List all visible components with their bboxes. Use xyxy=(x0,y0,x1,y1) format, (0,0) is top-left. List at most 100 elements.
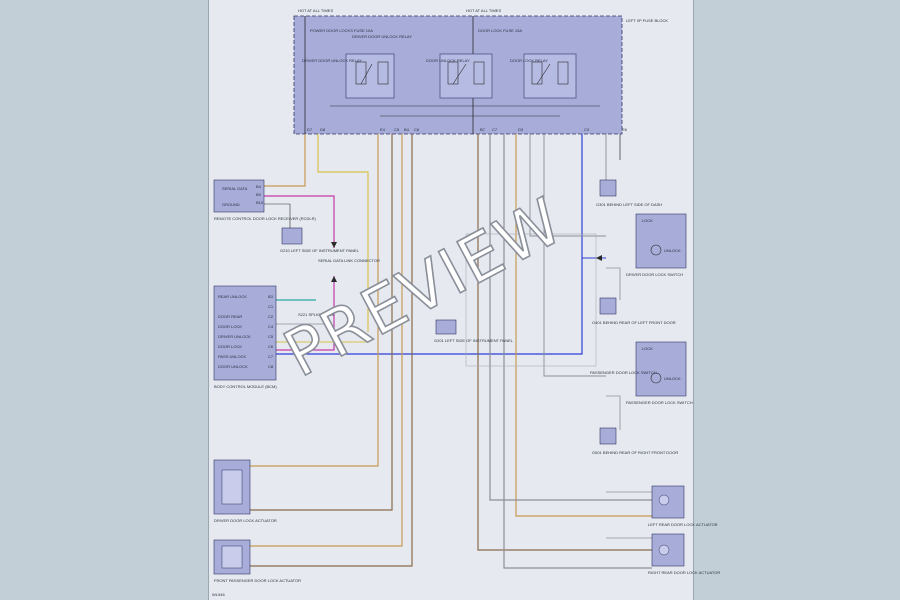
wire-orange-lr-actuator xyxy=(515,134,652,517)
fuse-pin-label: D8 xyxy=(320,127,326,132)
ground-g501: G501 BEHIND REAR OF RIGHT FRONT DOOR xyxy=(592,427,678,455)
front-passenger-door-lock-actuator: FRONT PASSENGER DOOR LOCK ACTUATOR xyxy=(213,539,301,583)
driver-switch-label: DRIVER DOOR LOCK SWITCH xyxy=(626,272,683,277)
bcm-pin-label: B3 xyxy=(268,294,274,299)
relay-driver-unlock xyxy=(345,53,395,99)
bcm-row-label: DRIVER UNLOCK xyxy=(218,334,251,339)
passenger-connector-note: PASSENGER DOOR LOCK SWITCH xyxy=(590,370,657,375)
bcm-pin-label: C8 xyxy=(268,364,274,369)
wire-orange-top xyxy=(264,134,306,187)
wire-gray-driver-switch xyxy=(529,134,606,237)
fuse-block: LEFT I/P FUSE BLOCK HOT AT ALL TIMES HOT… xyxy=(293,8,668,135)
wire-gray-pass-switch xyxy=(543,134,606,377)
driver-actuator-motor-icon xyxy=(221,469,243,505)
ground-g201: G201 LEFT SIDE OF INSTRUMENT PANEL xyxy=(434,319,514,343)
driver-door-lock-switch: LOCK UNLOCK DRIVER DOOR LOCK SWITCH xyxy=(626,213,687,277)
driver-switch-contact-icon xyxy=(650,244,662,256)
relay-b-label: DOOR UNLOCK RELAY xyxy=(426,58,470,63)
passenger-switch-contact-icon xyxy=(650,372,662,384)
relay-c-label: DOOR LOCK RELAY xyxy=(510,58,548,63)
ground-g401: G401 BEHIND REAR OF LEFT FRONT DOOR xyxy=(592,297,676,325)
bcm-pin-label: C6 xyxy=(268,344,274,349)
relay-a-label: DRIVER DOOR UNLOCK RELAY xyxy=(302,58,362,63)
actuator-1-label: FRONT PASSENGER DOOR LOCK ACTUATOR xyxy=(214,578,301,583)
passenger-switch-unlock: UNLOCK xyxy=(664,376,681,381)
ground-g301: G301 BEHIND LEFT SIDE OF DASH xyxy=(596,179,662,207)
relay-door-lock xyxy=(523,53,577,99)
driver-switch-unlock: UNLOCK xyxy=(664,248,681,253)
wire-magenta-lower xyxy=(276,276,335,351)
relay-door-unlock xyxy=(439,53,493,99)
lr-actuator-motor-icon xyxy=(658,494,670,506)
hot-at-all-times-right: HOT AT ALL TIMES xyxy=(466,8,501,13)
driver-switch-lock: LOCK xyxy=(642,218,653,223)
fuse-pin-label: D7 xyxy=(307,127,313,132)
ground-g201-label: G201 LEFT SIDE OF INSTRUMENT PANEL xyxy=(434,338,514,343)
ground-g401-label: G401 BEHIND REAR OF LEFT FRONT DOOR xyxy=(592,320,676,325)
wire-brown-driver xyxy=(250,134,393,511)
bcm-pin-label: C1 xyxy=(268,304,274,309)
hot-at-all-times-left: HOT AT ALL TIMES xyxy=(298,8,333,13)
fuse-block-label: LEFT I/P FUSE BLOCK xyxy=(626,18,668,23)
bcm-row-label: DOOR LOCK xyxy=(218,324,242,329)
passenger-switch-label: PASSENGER DOOR LOCK SWITCH xyxy=(626,400,693,405)
wire-switch-ground-b xyxy=(606,395,621,430)
right-rear-door-lock-actuator: RIGHT REAR DOOR LOCK ACTUATOR xyxy=(648,533,720,575)
remote-module-label: REMOTE CONTROL DOOR LOCK RECEIVER (RCDLR… xyxy=(214,216,317,221)
ground-g301-label: G301 BEHIND LEFT SIDE OF DASH xyxy=(596,202,662,207)
fuse-left-label: POWER DOOR LOCKS FUSE 10A xyxy=(310,28,373,33)
fuse-pin-label: C6 xyxy=(414,127,420,132)
wires xyxy=(250,134,652,569)
bcm-row-label: DOOR REAR xyxy=(218,314,242,319)
bcm-pin-label: C5 xyxy=(268,334,274,339)
fuse-right-label: DOOR LOCK FUSE 15A xyxy=(478,28,522,33)
connector-region-outline xyxy=(465,233,597,367)
page-code: WL946 xyxy=(212,592,225,597)
serial-arrow-up-icon xyxy=(331,276,337,282)
passenger-door-lock-switch: LOCK UNLOCK PASSENGER DOOR LOCK SWITCH xyxy=(626,341,693,405)
wire-gray-lr xyxy=(489,134,652,501)
fuse-pin-label: B4 xyxy=(404,127,410,132)
fuse-pin-label: C5 xyxy=(394,127,400,132)
bcm-pin-label: C4 xyxy=(268,324,274,329)
bcm-row-label: PASS UNLOCK xyxy=(218,354,246,359)
wire-magenta xyxy=(264,195,335,248)
actuator-0-label: DRIVER DOOR LOCK ACTUATOR xyxy=(214,518,277,523)
ground-g210-label: G210 LEFT SIDE OF INSTRUMENT PANEL xyxy=(280,248,360,253)
fuse-pin-label: E6 xyxy=(622,127,628,132)
remote-row-2: GROUND xyxy=(222,202,240,207)
fuse-pin-label: D3 xyxy=(518,127,524,132)
remote-receiver-module: SERIAL DATA GROUND B4 B9 B10 REMOTE CONT… xyxy=(213,179,317,221)
preview-watermark: PREVIEW xyxy=(273,184,576,392)
serial-arrow-down-icon xyxy=(331,242,337,248)
wire-gray-rr xyxy=(503,134,652,569)
left-rear-door-lock-actuator: LEFT REAR DOOR LOCK ACTUATOR xyxy=(648,485,718,527)
bcm-row-label: DOOR LOCK xyxy=(218,344,242,349)
fuse-pin-label: E4 xyxy=(380,127,386,132)
wire-orange-passenger-actuator xyxy=(250,134,403,547)
bcm-pin-label: C2 xyxy=(268,314,274,319)
relay-top-label: DRIVER DOOR UNLOCK RELAY xyxy=(352,34,412,39)
splice-label: S221 SPLICE PACK xyxy=(298,312,335,317)
bcm-row-label: REAR UNLOCK xyxy=(218,294,247,299)
ground-g210: G210 LEFT SIDE OF INSTRUMENT PANEL xyxy=(264,203,360,253)
wire-orange-driver-actuator xyxy=(250,134,379,467)
bcm-pin-label: C7 xyxy=(268,354,274,359)
bcm-module-label: BODY CONTROL MODULE (BCM) xyxy=(214,384,277,389)
passenger-actuator-motor-icon xyxy=(221,545,243,569)
fuse-pin-label: B7 xyxy=(480,127,486,132)
actuator-3-label: RIGHT REAR DOOR LOCK ACTUATOR xyxy=(648,570,720,575)
remote-row-0: SERIAL DATA xyxy=(222,186,248,191)
serial-data-note: SERIAL DATA LINK CONNECTOR xyxy=(318,258,380,263)
actuator-2-label: LEFT REAR DOOR LOCK ACTUATOR xyxy=(648,522,718,527)
ground-g501-label: G501 BEHIND REAR OF RIGHT FRONT DOOR xyxy=(592,450,678,455)
remote-pin-1: B9 xyxy=(256,192,262,197)
wire-switch-ground-a xyxy=(606,267,621,300)
wire-brown-rr xyxy=(477,134,652,551)
fuse-pin-label: C7 xyxy=(492,127,498,132)
